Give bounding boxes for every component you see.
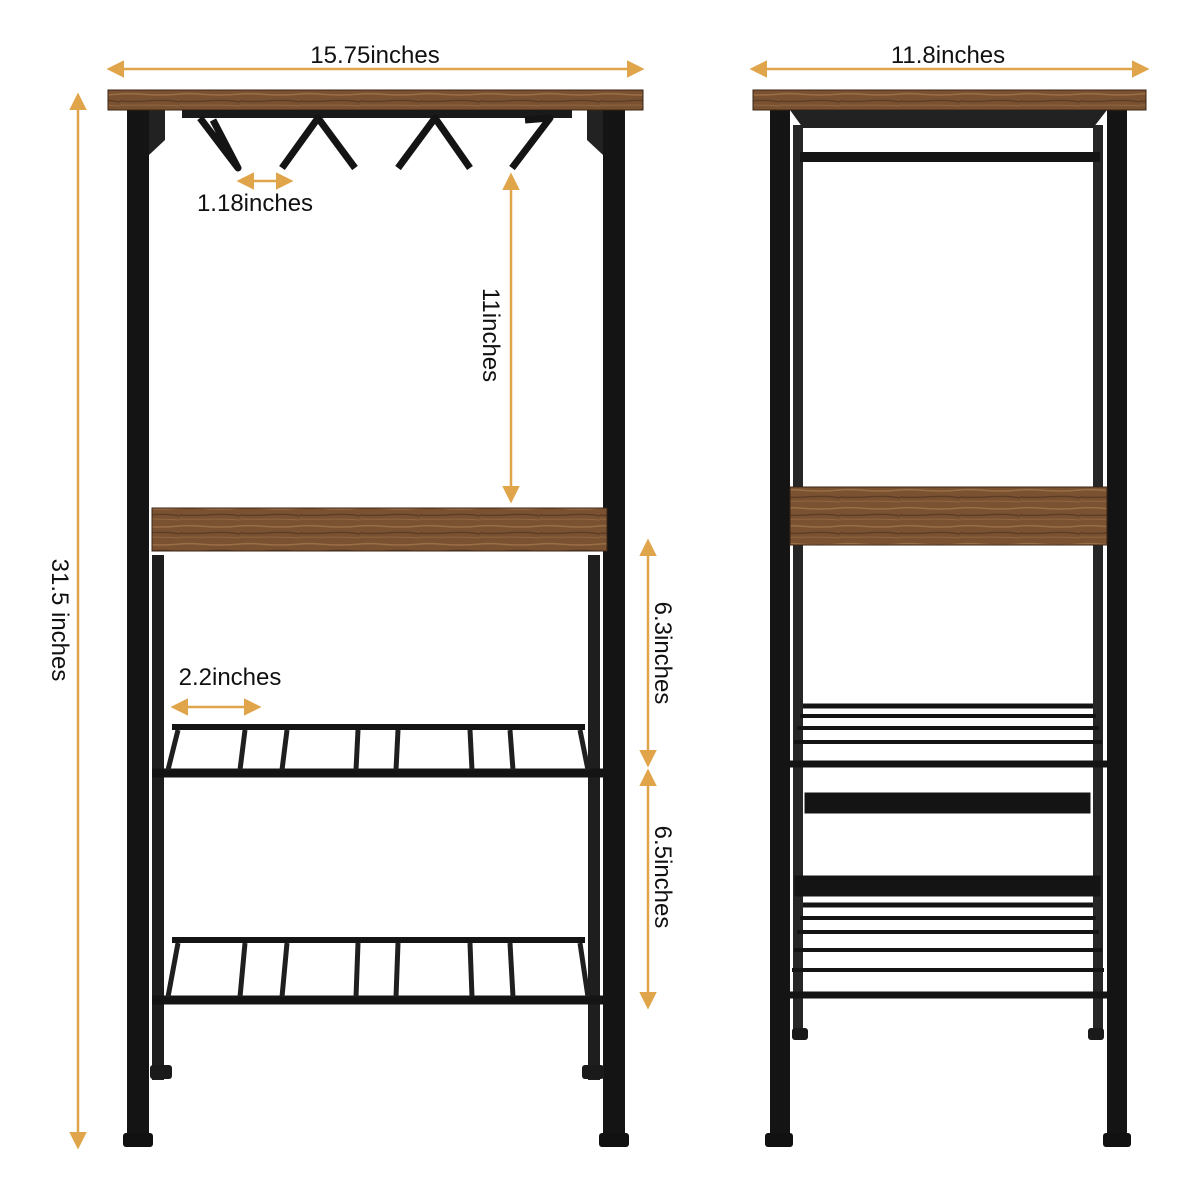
side-lower-wire-shelf bbox=[790, 875, 1107, 999]
front-view bbox=[107, 89, 644, 1147]
side-hanger-bar bbox=[800, 152, 1100, 162]
glass-hooks bbox=[197, 114, 554, 172]
front-left-inner-post bbox=[152, 555, 164, 1080]
side-wood-shelf bbox=[789, 486, 1108, 546]
side-top-rail bbox=[790, 110, 1107, 128]
front-right-leg bbox=[603, 105, 625, 1135]
front-left-leg bbox=[127, 105, 149, 1135]
side-tabletop bbox=[752, 89, 1147, 111]
side-upper-wire-shelf bbox=[790, 703, 1107, 814]
rod-gap-label: 2.2inches bbox=[179, 664, 282, 691]
front-foot-right bbox=[599, 1133, 629, 1147]
side-right-leg bbox=[1107, 108, 1127, 1138]
front-upper-wire-shelf bbox=[152, 724, 607, 778]
dimension-labels: 15.75inches 11.8inches 31.5 inches 1.18i… bbox=[46, 42, 1005, 928]
front-top-brace-right bbox=[587, 110, 603, 155]
side-left-leg bbox=[770, 108, 790, 1138]
side-foot-back-right bbox=[1088, 1028, 1104, 1040]
front-tabletop bbox=[107, 89, 644, 111]
front-right-inner-post bbox=[588, 555, 600, 1080]
front-width-label: 15.75inches bbox=[310, 42, 439, 69]
side-inner-left-post bbox=[793, 125, 803, 1035]
glass-hanger-rail bbox=[182, 110, 572, 118]
upper-clearance-label: 11inches bbox=[477, 288, 504, 382]
front-lower-wire-shelf bbox=[152, 937, 607, 1005]
middle-gap-label: 6.3inches bbox=[649, 602, 676, 705]
side-foot-back-left bbox=[792, 1028, 808, 1040]
dimension-arrows bbox=[69, 60, 1150, 1150]
side-inner-right-post bbox=[1093, 125, 1103, 1035]
side-depth-label: 11.8inches bbox=[891, 42, 1005, 69]
front-foot-back-left bbox=[150, 1065, 172, 1079]
front-foot-left bbox=[123, 1133, 153, 1147]
front-foot-back-right bbox=[582, 1065, 604, 1079]
side-view bbox=[752, 89, 1147, 1147]
front-wood-shelf bbox=[151, 507, 608, 552]
side-foot-left bbox=[765, 1133, 793, 1147]
total-height-label: 31.5 inches bbox=[46, 559, 73, 682]
lower-gap-label: 6.5inches bbox=[649, 826, 676, 929]
front-top-brace-left bbox=[149, 110, 165, 155]
hook-gap-label: 1.18inches bbox=[197, 190, 313, 217]
side-foot-right bbox=[1103, 1133, 1131, 1147]
